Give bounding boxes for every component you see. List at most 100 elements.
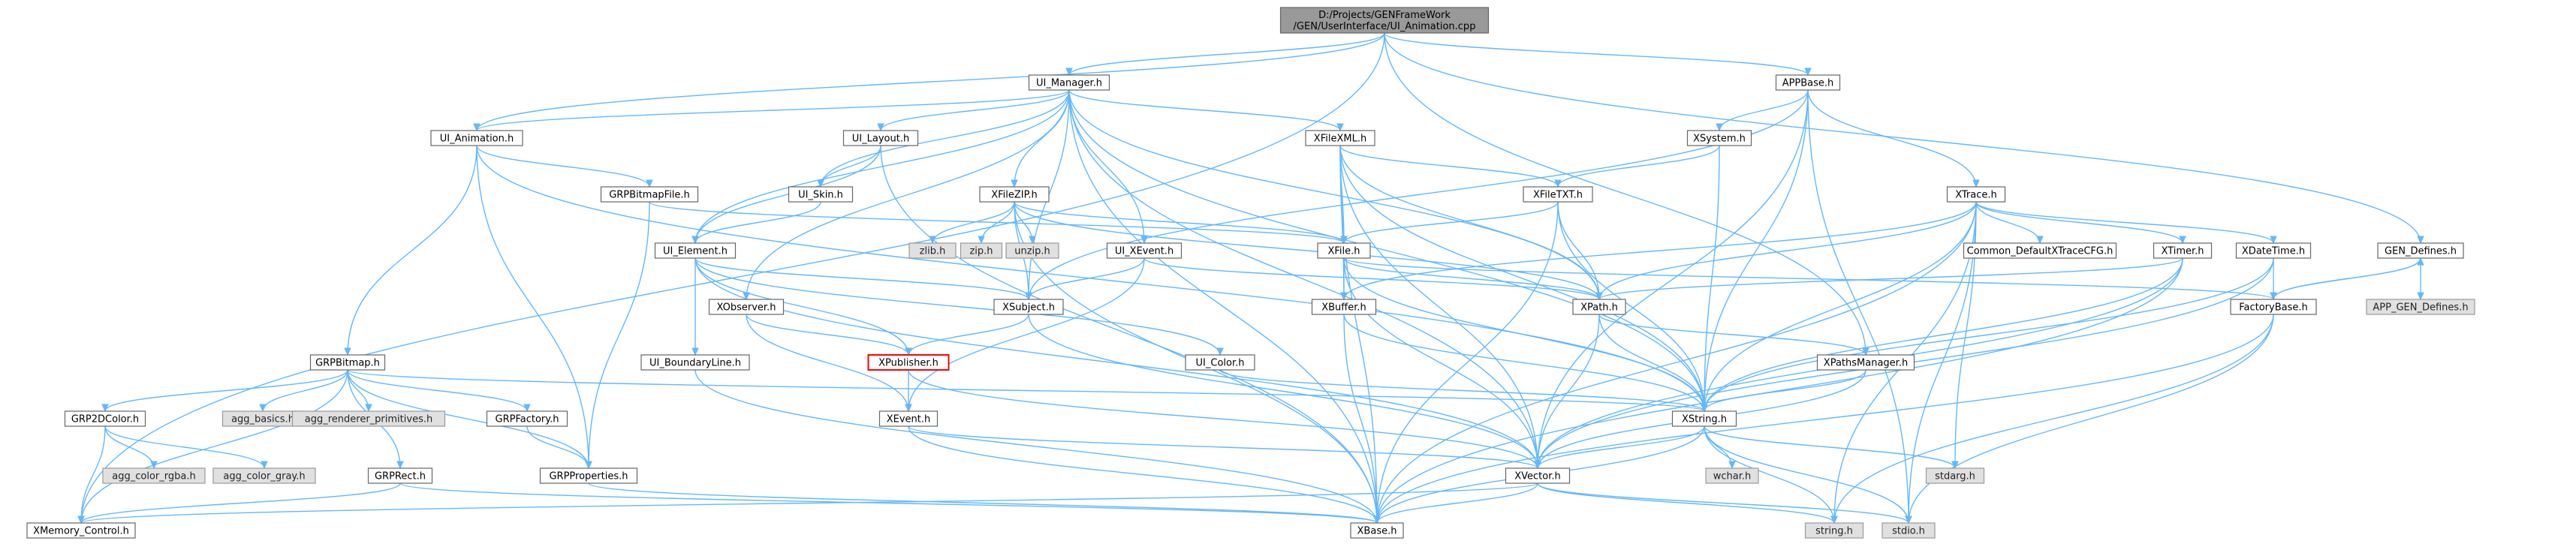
node-box-xbuffer[interactable]: [1311, 299, 1377, 315]
node-grpfactory[interactable]: GRPFactory.h: [486, 410, 568, 427]
node-app_gen_defines[interactable]: APP_GEN_Defines.h: [2366, 299, 2475, 315]
node-xobserver[interactable]: XObserver.h: [708, 299, 785, 315]
node-box-grpfactory[interactable]: [486, 410, 568, 427]
node-grp2dcolor[interactable]: GRP2DColor.h: [64, 410, 146, 427]
node-xsystem[interactable]: XSystem.h: [1686, 130, 1752, 146]
node-xbase[interactable]: XBase.h: [1350, 522, 1404, 539]
node-gen_defines[interactable]: GEN_Defines.h: [2377, 242, 2464, 259]
node-box-ui_color[interactable]: [1185, 354, 1255, 371]
node-xfile[interactable]: XFile.h: [1317, 242, 1371, 259]
node-box-ui_animation[interactable]: [430, 130, 523, 146]
node-box-xsubject[interactable]: [993, 299, 1064, 315]
node-box-ui_skin[interactable]: [788, 186, 854, 203]
node-string[interactable]: string.h: [1804, 522, 1864, 539]
node-factorybase[interactable]: FactoryBase.h: [2230, 299, 2317, 315]
node-box-agg_color_rgba[interactable]: [102, 467, 206, 484]
node-grprect[interactable]: GRPRect.h: [367, 467, 433, 484]
node-box-xmemory_control[interactable]: [26, 522, 136, 539]
node-box-grpbitmapfile[interactable]: [600, 186, 699, 203]
node-xdatetime[interactable]: XDateTime.h: [2235, 242, 2312, 259]
node-box-xbase[interactable]: [1350, 522, 1404, 539]
node-xtrace[interactable]: XTrace.h: [1946, 186, 2006, 203]
node-ui_xevent[interactable]: UI_XEvent.h: [1106, 242, 1183, 259]
node-xstring[interactable]: XString.h: [1671, 410, 1737, 427]
node-xbuffer[interactable]: XBuffer.h: [1311, 299, 1377, 315]
node-wchar[interactable]: wchar.h: [1705, 467, 1759, 484]
node-box-ui_element[interactable]: [654, 242, 737, 259]
node-box-gen_defines[interactable]: [2377, 242, 2464, 259]
node-xpublisher[interactable]: XPublisher.h: [867, 354, 950, 371]
node-stdarg[interactable]: stdarg.h: [1925, 467, 1985, 484]
node-agg_color_rgba[interactable]: agg_color_rgba.h: [102, 467, 206, 484]
node-box-ui_xevent[interactable]: [1106, 242, 1183, 259]
node-appbase[interactable]: APPBase.h: [1775, 74, 1841, 91]
node-box-stdarg[interactable]: [1925, 467, 1985, 484]
node-xvector[interactable]: XVector.h: [1505, 467, 1571, 484]
node-box-agg_renderer[interactable]: [291, 410, 446, 427]
node-xfilexml[interactable]: XFileXML.h: [1305, 130, 1375, 146]
node-zlib[interactable]: zlib.h: [908, 242, 957, 259]
node-box-stdio[interactable]: [1882, 522, 1936, 539]
node-box-wchar[interactable]: [1705, 467, 1759, 484]
node-xsubject[interactable]: XSubject.h: [993, 299, 1064, 315]
node-agg_basics[interactable]: agg_basics.h: [221, 410, 304, 427]
node-box-xsystem[interactable]: [1686, 130, 1752, 146]
node-box-xfilexml[interactable]: [1305, 130, 1375, 146]
node-common_cfg[interactable]: Common_DefaultXTraceCFG.h: [1963, 242, 2117, 259]
node-xpath[interactable]: XPath.h: [1572, 299, 1626, 315]
node-box-xpublisher[interactable]: [867, 354, 950, 371]
node-box-xvector[interactable]: [1505, 467, 1571, 484]
node-box-unzip[interactable]: [1005, 242, 1059, 259]
node-box-appbase[interactable]: [1775, 74, 1841, 91]
node-box-common_cfg[interactable]: [1963, 242, 2117, 259]
node-grpbitmap[interactable]: GRPBitmap.h: [309, 354, 386, 371]
node-box-ui_manager[interactable]: [1028, 74, 1110, 91]
node-box-xfile[interactable]: [1317, 242, 1371, 259]
node-box-ui_boundaryline[interactable]: [640, 354, 750, 371]
node-xpathsmanager[interactable]: XPathsManager.h: [1816, 354, 1915, 371]
node-root[interactable]: D:/Projects/GENFrameWork/GEN/UserInterfa…: [1279, 7, 1490, 34]
node-box-agg_color_gray[interactable]: [212, 467, 316, 484]
node-box-grp2dcolor[interactable]: [64, 410, 146, 427]
node-box-grpbitmap[interactable]: [309, 354, 386, 371]
node-grpproperties[interactable]: GRPProperties.h: [539, 467, 638, 484]
node-box-xfilezip[interactable]: [979, 186, 1050, 203]
node-box-xtimer[interactable]: [2153, 242, 2213, 259]
node-grpbitmapfile[interactable]: GRPBitmapFile.h: [600, 186, 699, 203]
node-stdio[interactable]: stdio.h: [1882, 522, 1936, 539]
edge-xstring-to-string: [1704, 425, 1835, 524]
node-box-string[interactable]: [1804, 522, 1864, 539]
node-xmemory_control[interactable]: XMemory_Control.h: [26, 522, 136, 539]
node-xfiletxt[interactable]: XFileTXT.h: [1523, 186, 1593, 203]
node-box-xstring[interactable]: [1671, 410, 1737, 427]
node-box-grpproperties[interactable]: [539, 467, 638, 484]
node-agg_renderer[interactable]: agg_renderer_primitives.h: [291, 410, 446, 427]
node-box-root[interactable]: [1279, 7, 1490, 34]
node-ui_manager[interactable]: UI_Manager.h: [1028, 74, 1110, 91]
node-agg_color_gray[interactable]: agg_color_gray.h: [212, 467, 316, 484]
node-ui_skin[interactable]: UI_Skin.h: [788, 186, 854, 203]
node-zip[interactable]: zip.h: [960, 242, 1003, 259]
node-ui_boundaryline[interactable]: UI_BoundaryLine.h: [640, 354, 750, 371]
node-box-app_gen_defines[interactable]: [2366, 299, 2475, 315]
node-box-xevent[interactable]: [878, 410, 939, 427]
node-xfilezip[interactable]: XFileZIP.h: [979, 186, 1050, 203]
node-ui_animation[interactable]: UI_Animation.h: [430, 130, 523, 146]
node-box-xfiletxt[interactable]: [1523, 186, 1593, 203]
node-ui_layout[interactable]: UI_Layout.h: [842, 130, 919, 146]
node-ui_color[interactable]: UI_Color.h: [1185, 354, 1255, 371]
node-box-ui_layout[interactable]: [842, 130, 919, 146]
node-box-grprect[interactable]: [367, 467, 433, 484]
node-box-xtrace[interactable]: [1946, 186, 2006, 203]
node-box-zlib[interactable]: [908, 242, 957, 259]
node-box-zip[interactable]: [960, 242, 1003, 259]
node-xtimer[interactable]: XTimer.h: [2153, 242, 2213, 259]
node-box-factorybase[interactable]: [2230, 299, 2317, 315]
node-box-xpathsmanager[interactable]: [1816, 354, 1915, 371]
node-box-xobserver[interactable]: [708, 299, 785, 315]
node-box-xpath[interactable]: [1572, 299, 1626, 315]
node-unzip[interactable]: unzip.h: [1005, 242, 1059, 259]
node-ui_element[interactable]: UI_Element.h: [654, 242, 737, 259]
node-box-xdatetime[interactable]: [2235, 242, 2312, 259]
node-xevent[interactable]: XEvent.h: [878, 410, 939, 427]
